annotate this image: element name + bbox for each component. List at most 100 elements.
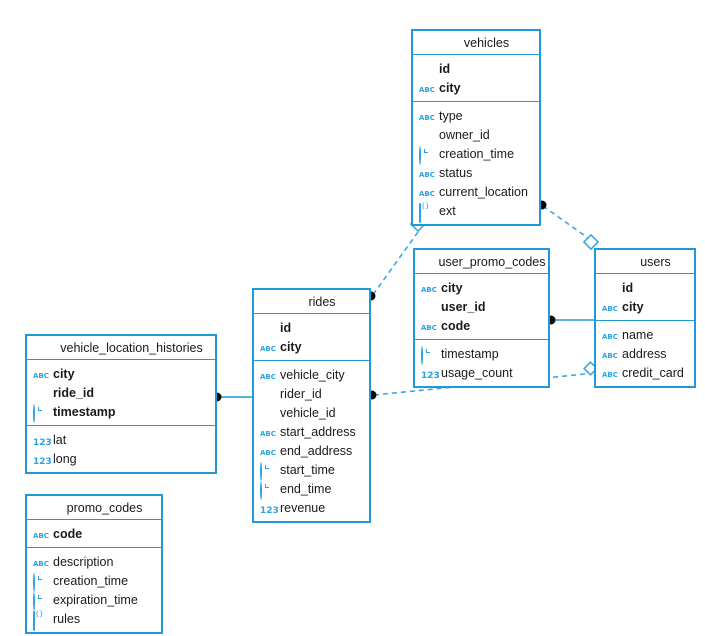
field-label: end_time	[280, 481, 332, 496]
number-icon: 123	[260, 505, 279, 516]
person-key-icon	[419, 128, 434, 142]
person-key-icon	[419, 62, 434, 76]
table-grid-icon	[39, 341, 54, 355]
field-label: revenue	[280, 500, 326, 515]
field-row-user_promo_codes-user_id[interactable]: user_id	[415, 297, 548, 316]
clock-icon	[260, 480, 275, 500]
field-label: description	[53, 554, 114, 569]
field-row-vehicles-ext[interactable]: ext	[413, 201, 539, 223]
field-label: ride_id	[53, 385, 94, 400]
abc-string-icon: ABC	[33, 371, 49, 380]
entity-title: users	[640, 254, 671, 269]
field-label: timestamp	[441, 346, 499, 361]
json-icon	[419, 202, 434, 223]
entity-header-rides[interactable]: rides	[254, 290, 369, 314]
clock-icon	[33, 572, 48, 592]
entity-header-vehicles[interactable]: vehicles	[413, 31, 539, 55]
entity-title: promo_codes	[66, 500, 143, 515]
field-row-promo_codes-rules[interactable]: rules	[27, 609, 161, 631]
field-row-user_promo_codes-timestamp[interactable]: timestamp	[415, 344, 548, 365]
person-key-icon	[260, 387, 275, 401]
field-label: long	[53, 451, 77, 466]
field-row-vehicle_location_histories-timestamp[interactable]: timestamp	[27, 402, 215, 423]
field-label: ext	[439, 203, 456, 218]
entity-title: vehicles	[463, 35, 510, 50]
field-row-vehicles-creation_time[interactable]: creation_time	[413, 144, 539, 165]
field-row-rides-end_time[interactable]: end_time	[254, 479, 369, 500]
clock-icon	[33, 591, 48, 611]
field-row-promo_codes-description[interactable]: ABC description	[27, 552, 161, 571]
field-row-users-address[interactable]: ABC address	[596, 344, 694, 363]
entity-header-vehicle_location_histories[interactable]: vehicle_location_histories	[27, 336, 215, 360]
abc-string-icon: ABC	[602, 351, 618, 360]
abc-string-icon: ABC	[260, 429, 276, 438]
json-icon	[33, 610, 48, 631]
entity-header-user_promo_codes[interactable]: user_promo_codes	[415, 250, 548, 274]
field-label: current_location	[439, 184, 528, 199]
clock-icon	[421, 345, 436, 365]
field-row-promo_codes-creation_time[interactable]: creation_time	[27, 571, 161, 592]
field-label: credit_card	[622, 365, 684, 380]
table-grid-icon	[287, 295, 302, 309]
field-row-vehicles-current_location[interactable]: ABC current_location	[413, 182, 539, 201]
abc-string-icon: ABC	[260, 372, 276, 381]
field-row-vehicles-owner_id[interactable]: owner_id	[413, 125, 539, 144]
entity-title: user_promo_codes	[438, 254, 546, 269]
field-label: status	[439, 165, 473, 180]
entity-title: vehicle_location_histories	[60, 340, 203, 355]
field-row-rides-rider_id[interactable]: rider_id	[254, 384, 369, 403]
field-label: city	[622, 299, 644, 314]
field-label: address	[622, 346, 667, 361]
number-icon: 123	[33, 456, 52, 467]
field-label: creation_time	[439, 146, 515, 161]
field-row-vehicle_location_histories-ride_id[interactable]: ride_id	[27, 383, 215, 402]
field-label: vehicle_id	[280, 405, 336, 420]
field-row-users-id[interactable]: id	[596, 278, 694, 297]
table-grid-icon	[46, 501, 61, 515]
number-icon: 123	[421, 370, 440, 381]
entity-header-users[interactable]: users	[596, 250, 694, 274]
field-row-rides-vehicle_id[interactable]: vehicle_id	[254, 403, 369, 422]
abc-string-icon: ABC	[33, 559, 49, 568]
abc-string-icon: ABC	[419, 85, 435, 94]
field-row-promo_codes-expiration_time[interactable]: expiration_time	[27, 590, 161, 611]
entity-header-promo_codes[interactable]: promo_codes	[27, 496, 161, 520]
field-row-vehicles-id[interactable]: id	[413, 59, 539, 78]
abc-string-icon: ABC	[260, 448, 276, 457]
field-row-rides-id[interactable]: id	[254, 318, 369, 337]
abc-string-icon: ABC	[419, 189, 435, 198]
field-label: city	[441, 280, 463, 295]
field-row-rides-start_time[interactable]: start_time	[254, 460, 369, 481]
person-key-icon	[33, 386, 48, 400]
